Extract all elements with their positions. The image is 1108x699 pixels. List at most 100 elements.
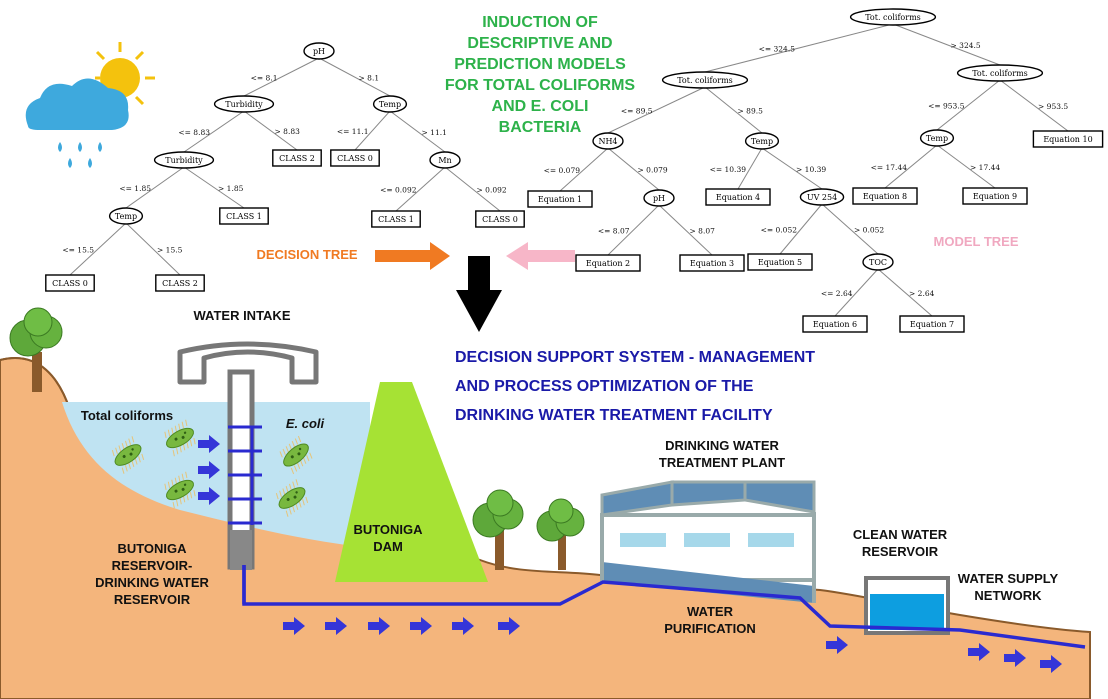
mt-edge-label: > 89.5 [738, 107, 764, 116]
mt-node [799, 188, 845, 206]
mt-edge [892, 23, 1001, 66]
dt-leaf [475, 210, 525, 228]
dt-edge-label: <= 8.1 [251, 74, 278, 83]
plantText-line: TREATMENT PLANT [659, 455, 785, 470]
flow-arrows [198, 435, 1062, 673]
mt-edge-label: <= 953.5 [928, 102, 965, 111]
mt-edge-label: <= 0.079 [544, 166, 581, 175]
mt-node [661, 71, 749, 89]
tree-middle-1 [472, 489, 524, 570]
supplyText-line: NETWORK [974, 588, 1042, 603]
bacterium [164, 419, 196, 457]
dt-node-label: Turbidity [165, 156, 203, 165]
titleText-line: FOR TOTAL COLIFORMS [445, 77, 636, 94]
mt-node-label: Equation 3 [690, 259, 734, 268]
resText-line: RESERVOIR [114, 592, 191, 607]
dt-node-label: CLASS 0 [482, 215, 518, 224]
mt-edge-label: > 8.07 [690, 227, 716, 236]
titleText-line: AND E. COLI [492, 98, 589, 115]
mt-node-label: Equation 9 [973, 192, 1017, 201]
decision-tree-label: DECISION TREE [256, 247, 357, 262]
flow-arrow [198, 487, 220, 505]
dt-node-label: Temp [379, 100, 401, 109]
mt-edge-label: > 953.5 [1038, 102, 1068, 111]
mt-edge [607, 86, 706, 134]
dt-edge [354, 110, 391, 151]
mt-node-label: Tot. coliforms [972, 69, 1028, 78]
mt-edge-label: <= 324.5 [759, 45, 796, 54]
dt-edge [318, 57, 391, 97]
dt-edge [389, 110, 446, 153]
dt-node-label: CLASS 2 [279, 154, 315, 163]
tree-left [9, 307, 63, 392]
mt-edge [779, 203, 823, 255]
model-tree: <= 324.5> 324.5<= 89.5> 89.5<= 953.5> 95… [527, 8, 1104, 333]
bacteria-group [111, 419, 313, 517]
mt-node [849, 8, 937, 26]
dssText-line: AND PROCESS OPTIMIZATION OF THE [455, 378, 754, 395]
mt-node-label: Temp [926, 134, 948, 143]
mt-leaf [679, 254, 745, 272]
mt-edge-label: <= 2.64 [821, 289, 853, 298]
mt-node [862, 253, 894, 271]
dt-node [108, 207, 144, 225]
dt-node [303, 42, 335, 60]
model-tree-label: MODEL TREE [934, 234, 1019, 249]
dt-leaf [272, 149, 322, 167]
dt-edge-label: <= 0.092 [380, 186, 417, 195]
mt-node [956, 64, 1044, 82]
mt-edge-label: > 10.39 [796, 165, 826, 174]
bacterium [279, 435, 313, 475]
dt-edge [125, 222, 181, 276]
flow-arrow [198, 435, 220, 453]
mt-leaf [705, 188, 771, 206]
flow-arrow [1040, 655, 1062, 673]
titleText-line: INDUCTION OF [482, 14, 598, 31]
bacterium [111, 436, 145, 474]
dt-edge [243, 57, 320, 97]
mt-edge [559, 147, 609, 192]
dt-edge-label: <= 8.83 [178, 128, 210, 137]
flow-arrow [968, 643, 990, 661]
dt-node-label: Mn [438, 156, 451, 165]
dt-node [213, 95, 275, 113]
flow-arrow [325, 617, 347, 635]
mt-leaf [852, 187, 918, 205]
mt-edge [936, 144, 996, 189]
flow-arrow [410, 617, 432, 635]
dssText-line: DECISION SUPPORT SYSTEM - MANAGEMENT [455, 349, 815, 366]
mt-leaf [575, 254, 641, 272]
mt-leaf [899, 315, 965, 333]
mt-node-label: pH [653, 194, 665, 203]
flow-arrow [1004, 649, 1026, 667]
mt-node-label: Equation 5 [758, 258, 802, 267]
mt-edge [704, 23, 894, 73]
dt-edge [395, 166, 446, 212]
dssText-line: DRINKING WATER TREATMENT FACILITY [455, 407, 773, 424]
mt-edge-label: > 17.44 [970, 163, 1000, 172]
dt-edge [125, 166, 185, 209]
mt-leaf [1032, 130, 1104, 148]
mt-node-label: Equation 6 [813, 320, 857, 329]
dt-node [372, 95, 408, 113]
decision-tree: <= 8.1> 8.1<= 8.83> 8.83<= 11.1> 11.1<= … [45, 42, 525, 292]
mt-node-label: Equation 2 [586, 259, 630, 268]
down-arrow [456, 256, 502, 332]
dt-edge-label: > 1.85 [218, 184, 244, 193]
dt-edge-label: > 0.092 [477, 186, 507, 195]
dt-node-label: pH [313, 47, 325, 56]
mt-edge [999, 79, 1069, 132]
flow-arrow [498, 617, 520, 635]
damText-line: BUTONIGA [353, 522, 423, 537]
e-coli-label: E. coli [286, 416, 325, 431]
bacterium [275, 479, 309, 517]
mt-edge-label: <= 0.052 [761, 226, 798, 235]
purText-line: PURIFICATION [664, 621, 755, 636]
resText-line: BUTONIGA [117, 541, 187, 556]
